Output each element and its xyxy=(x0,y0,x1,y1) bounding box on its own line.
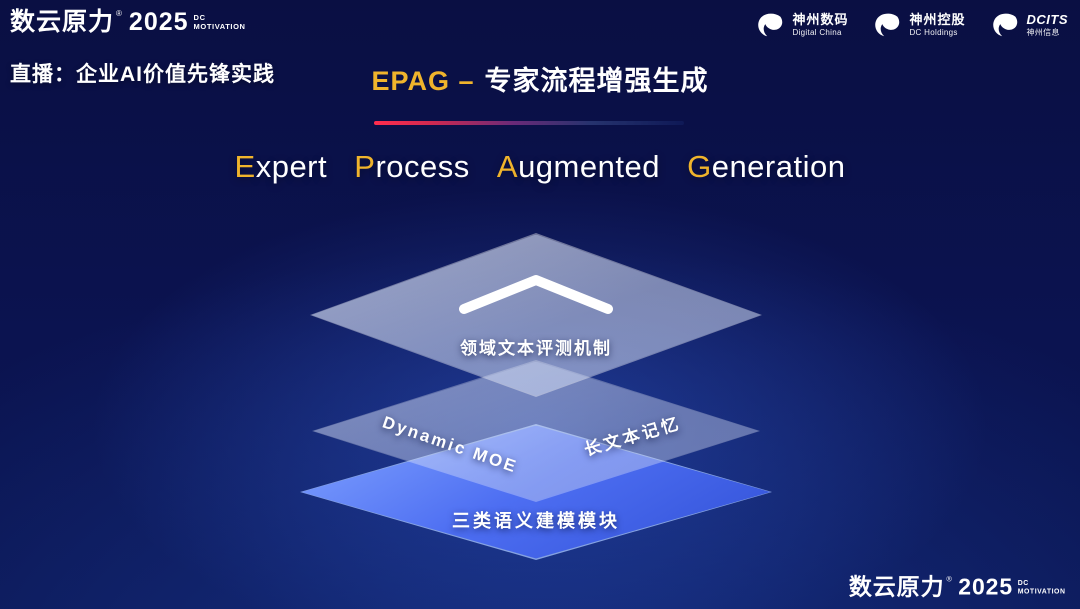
layer-label-semantic-modules: 三类语义建模模块 xyxy=(452,511,620,531)
logo-text: DCITS 神州信息 xyxy=(1027,12,1069,37)
logo-text: 神州控股 DC Holdings xyxy=(909,12,965,37)
brand-sub-line2: MOTIVATION xyxy=(193,22,246,32)
title-word: Generation xyxy=(687,149,845,184)
title-word: Process xyxy=(354,149,470,184)
logo-sub: 神州信息 xyxy=(1026,28,1060,37)
title-initial: P xyxy=(354,149,376,184)
dcits-icon xyxy=(992,13,1017,37)
logo-name: 神州控股 xyxy=(909,12,966,28)
title-initial: E xyxy=(234,149,256,184)
diagram-layer-evaluation-surface xyxy=(311,234,761,396)
brand-year: 2025 xyxy=(958,574,1014,600)
brand-sub-line1: DC xyxy=(1018,578,1030,588)
brand-sub-line2: MOTIVATION xyxy=(1018,587,1066,596)
registered-mark: ® xyxy=(116,9,122,18)
title-initial: G xyxy=(687,149,712,184)
layer-label-evaluation: 领域文本评测机制 xyxy=(460,339,612,358)
logo-name: 神州数码 xyxy=(792,12,849,28)
brand-wordmark: 数云原力 xyxy=(10,8,115,36)
dcits-logo: DCITS 神州信息 xyxy=(990,10,1069,40)
logo-name: DCITS xyxy=(1026,12,1068,28)
digital-china-icon xyxy=(758,13,783,37)
brand-logo-bottom: 数云原力® 2025 DC MOTIVATION xyxy=(849,576,1066,599)
live-stream-label: 直播：企业AI价值先锋实践 xyxy=(10,63,275,86)
title-word: Augmented xyxy=(497,149,660,184)
slide-heading: EPAG – 专家流程增强生成 xyxy=(0,59,1080,98)
brand-subtext: DC MOTIVATION xyxy=(194,13,246,32)
title-word: Expert xyxy=(235,149,328,184)
dc-holdings-logo: 神州控股 DC Holdings xyxy=(872,10,965,40)
title-rest: rocess xyxy=(375,149,470,184)
brand-year: 2025 xyxy=(128,8,189,36)
brand-subtext: DC MOTIVATION xyxy=(1018,579,1066,596)
logo-sub: DC Holdings xyxy=(909,28,958,37)
slide-heading-accent: EPAG – xyxy=(371,66,475,96)
brand-logo-top: 数云原力® 2025 DC MOTIVATION xyxy=(10,10,246,35)
corner-logos: 神州数码 Digital China 神州控股 DC Holdings DCIT… xyxy=(755,10,1068,40)
chevron-up-icon xyxy=(459,274,613,314)
title-initial: A xyxy=(496,149,519,184)
title-rest: eneration xyxy=(711,149,846,184)
title-rest: xpert xyxy=(255,149,328,184)
gradient-divider xyxy=(374,121,684,125)
brand-sub-line1: DC xyxy=(193,13,206,22)
diagram-layer-evaluation xyxy=(310,233,762,397)
page-title: Expert Process Augmented Generation xyxy=(0,149,1080,185)
logo-text: 神州数码 Digital China xyxy=(792,12,848,37)
registered-mark: ® xyxy=(946,575,953,584)
brand-wordmark: 数云原力 xyxy=(849,574,946,600)
dc-holdings-icon xyxy=(875,13,900,37)
title-rest: ugmented xyxy=(518,149,660,184)
slide-heading-rest: 专家流程增强生成 xyxy=(484,66,709,96)
digital-china-logo: 神州数码 Digital China xyxy=(755,10,848,40)
logo-sub: Digital China xyxy=(792,28,842,37)
